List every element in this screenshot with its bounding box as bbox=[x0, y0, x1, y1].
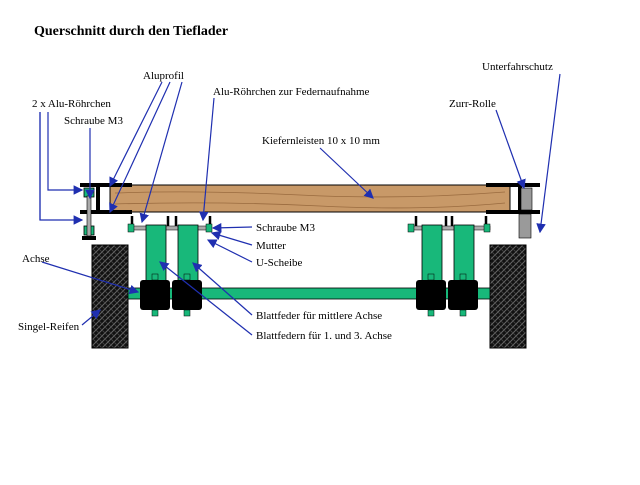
alu-profile-right-bottom bbox=[486, 210, 540, 214]
label-aluprofil: Aluprofil bbox=[143, 70, 184, 82]
underride-guard bbox=[518, 213, 532, 239]
label-schraube-m3-top: Schraube M3 bbox=[64, 115, 123, 127]
label-alu-roehrchen-2x: 2 x Alu-Röhrchen bbox=[32, 98, 111, 110]
tire-right bbox=[489, 244, 527, 349]
axle-clamp-3 bbox=[416, 280, 446, 310]
label-singel-reifen: Singel-Reifen bbox=[18, 321, 80, 333]
axle-clamp-4 bbox=[448, 280, 478, 310]
alu-profile-left-bottom bbox=[80, 210, 132, 214]
diagram-title: Querschnitt durch den Tieflader bbox=[34, 24, 228, 39]
axle bbox=[127, 287, 491, 300]
label-zurr-rolle: Zurr-Rolle bbox=[449, 98, 496, 110]
bolt-m3-left bbox=[86, 195, 92, 237]
label-blattfeder-mittlere: Blattfeder für mittlere Achse bbox=[256, 310, 382, 322]
pine-beam bbox=[109, 184, 511, 213]
label-unterfahrschutz: Unterfahrschutz bbox=[482, 61, 553, 73]
label-achse: Achse bbox=[22, 253, 50, 265]
label-kiefernleisten: Kiefernleisten 10 x 10 mm bbox=[262, 135, 380, 147]
axle-clamp-1 bbox=[140, 280, 170, 310]
axle-clamp-2 bbox=[172, 280, 202, 310]
label-schraube-m3: Schraube M3 bbox=[256, 222, 315, 234]
alu-profile-right-top bbox=[486, 183, 540, 187]
label-u-scheibe: U-Scheibe bbox=[256, 257, 303, 269]
lashing-roller bbox=[520, 187, 533, 211]
label-blattfedern-1-3: Blattfedern für 1. und 3. Achse bbox=[256, 330, 392, 342]
tire-left bbox=[91, 244, 129, 349]
label-mutter: Mutter bbox=[256, 240, 286, 252]
label-alu-roehrchen-feder: Alu-Röhrchen zur Federnaufnahme bbox=[213, 86, 370, 98]
alu-profile-left-top bbox=[80, 183, 132, 187]
nut-left bbox=[205, 223, 213, 233]
alu-tube-left-1 bbox=[83, 187, 95, 198]
